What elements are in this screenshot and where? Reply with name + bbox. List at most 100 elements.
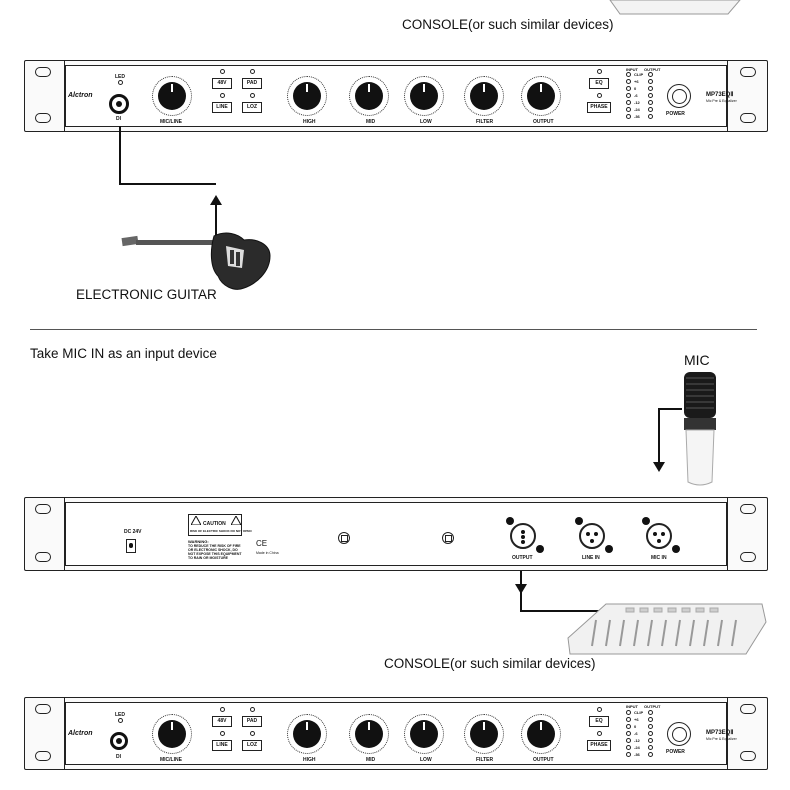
rear-panel: DC 24V CAUTION RISK OF ELECTRIC SHOCK DO… <box>24 497 768 571</box>
rack-slot-icon <box>35 113 51 123</box>
brand-logo: Alctron <box>68 92 93 99</box>
knob-label: HIGH <box>303 757 316 763</box>
rack-slot-icon <box>740 504 756 514</box>
console-illustration <box>567 603 767 655</box>
high-knob-scale <box>287 714 327 754</box>
warning-text: TO REDUCE THE RISK OF FIRE OR ELECTRONIC… <box>188 544 242 560</box>
front-panel-bottom: Alctron LED DI MIC/LINE 48V PAD LINE LOZ… <box>24 697 768 770</box>
cable-line <box>119 183 216 185</box>
knob-label: OUTPUT <box>533 757 554 763</box>
eq-button[interactable]: EQ <box>589 716 609 727</box>
connector-label: LINE IN <box>582 555 600 561</box>
di-label: DI <box>116 754 121 760</box>
warning-triangle-icon <box>191 516 201 525</box>
arrow-down-icon <box>653 462 665 472</box>
warning-title: WARNING: <box>188 539 209 544</box>
48v-button[interactable]: 48V <box>212 78 232 89</box>
screw-icon <box>442 532 454 544</box>
led-indicator <box>118 718 123 723</box>
pad-button[interactable]: PAD <box>242 78 262 89</box>
rack-slot-icon <box>35 67 51 77</box>
line-button[interactable]: LINE <box>212 102 232 113</box>
cable-line <box>658 408 682 410</box>
rear-plate: DC 24V CAUTION RISK OF ELECTRIC SHOCK DO… <box>65 502 727 566</box>
output-knob[interactable] <box>527 82 555 110</box>
led-label: LED <box>115 74 125 80</box>
eq-led <box>597 707 602 712</box>
loz-button[interactable]: LOZ <box>242 102 262 113</box>
knob-label: FILTER <box>476 119 494 125</box>
low-knob-scale <box>404 714 444 754</box>
high-knob[interactable] <box>293 82 321 110</box>
low-knob[interactable] <box>410 720 438 748</box>
phase-led <box>597 93 602 98</box>
mid-knob-scale <box>349 76 389 116</box>
48v-button[interactable]: 48V <box>212 716 232 727</box>
mic-line-knob-scale <box>152 76 192 116</box>
console-caption-top: CONSOLE(or such similar devices) <box>402 17 614 32</box>
model-name: MP73EQⅡ <box>706 730 734 736</box>
screw-icon <box>672 545 680 553</box>
connector-label: OUTPUT <box>512 555 533 561</box>
connector-label: MIC IN <box>651 555 667 561</box>
knob-label: LOW <box>420 119 432 125</box>
brand-logo: Alctron <box>68 730 93 737</box>
rack-ear-right <box>727 698 767 769</box>
mic-in-xlr-connector[interactable] <box>646 523 672 549</box>
knob-label: LOW <box>420 757 432 763</box>
rack-ear-left <box>25 498 65 570</box>
loz-led <box>250 731 255 736</box>
rack-ear-left <box>25 698 65 769</box>
filter-knob[interactable] <box>470 82 498 110</box>
screw-icon <box>338 532 350 544</box>
low-knob[interactable] <box>410 82 438 110</box>
rack-slot-icon <box>740 113 756 123</box>
meter-header-output: OUTPUT <box>644 67 661 72</box>
meter-header-input: INPUT <box>626 67 638 72</box>
mid-knob[interactable] <box>355 720 383 748</box>
screw-icon <box>642 517 650 525</box>
knob-label: MID <box>366 757 376 763</box>
power-button[interactable] <box>667 84 691 108</box>
made-in-label: Made in China <box>256 551 279 555</box>
line-in-xlr-connector[interactable] <box>579 523 605 549</box>
filter-knob[interactable] <box>470 720 498 748</box>
rack-slot-icon <box>35 504 51 514</box>
mic-line-knob[interactable] <box>158 720 186 748</box>
section-caption: Take MIC IN as an input device <box>30 346 217 361</box>
mic-line-knob[interactable] <box>158 82 186 110</box>
loz-button[interactable]: LOZ <box>242 740 262 751</box>
model-subtitle: Mic Pre & Equalizer <box>706 737 737 741</box>
di-jack[interactable] <box>110 732 128 750</box>
power-label: POWER <box>666 111 685 117</box>
phase-button[interactable]: PHASE <box>587 102 611 113</box>
output-knob[interactable] <box>527 720 555 748</box>
model-name: MP73EQⅡ <box>706 92 734 98</box>
warning-triangle-icon <box>231 516 241 525</box>
eq-led <box>597 69 602 74</box>
rack-ear-right <box>727 61 767 131</box>
mic-line-knob-scale <box>152 714 192 754</box>
screw-icon <box>506 517 514 525</box>
di-label: DI <box>116 116 121 122</box>
cable-line <box>658 408 660 464</box>
cable-line <box>119 126 121 184</box>
section-divider <box>30 329 757 330</box>
high-knob[interactable] <box>293 720 321 748</box>
pad-button[interactable]: PAD <box>242 716 262 727</box>
line-button[interactable]: LINE <box>212 740 232 751</box>
mid-knob[interactable] <box>355 82 383 110</box>
eq-button[interactable]: EQ <box>589 78 609 89</box>
mic-caption: MIC <box>684 352 710 368</box>
screw-icon <box>536 545 544 553</box>
power-button[interactable] <box>667 722 691 746</box>
phase-button[interactable]: PHASE <box>587 740 611 751</box>
di-jack[interactable] <box>109 94 129 114</box>
dc-label: DC 24V <box>124 529 142 535</box>
knob-label: MID <box>366 119 376 125</box>
rack-slot-icon <box>35 751 51 761</box>
output-xlr-connector[interactable] <box>510 523 536 549</box>
dc-jack[interactable] <box>126 539 136 553</box>
ce-mark: CE <box>256 539 268 548</box>
front-panel-top: Alctron LED DI MIC/LINE 48V PAD LINE LOZ… <box>24 60 768 132</box>
